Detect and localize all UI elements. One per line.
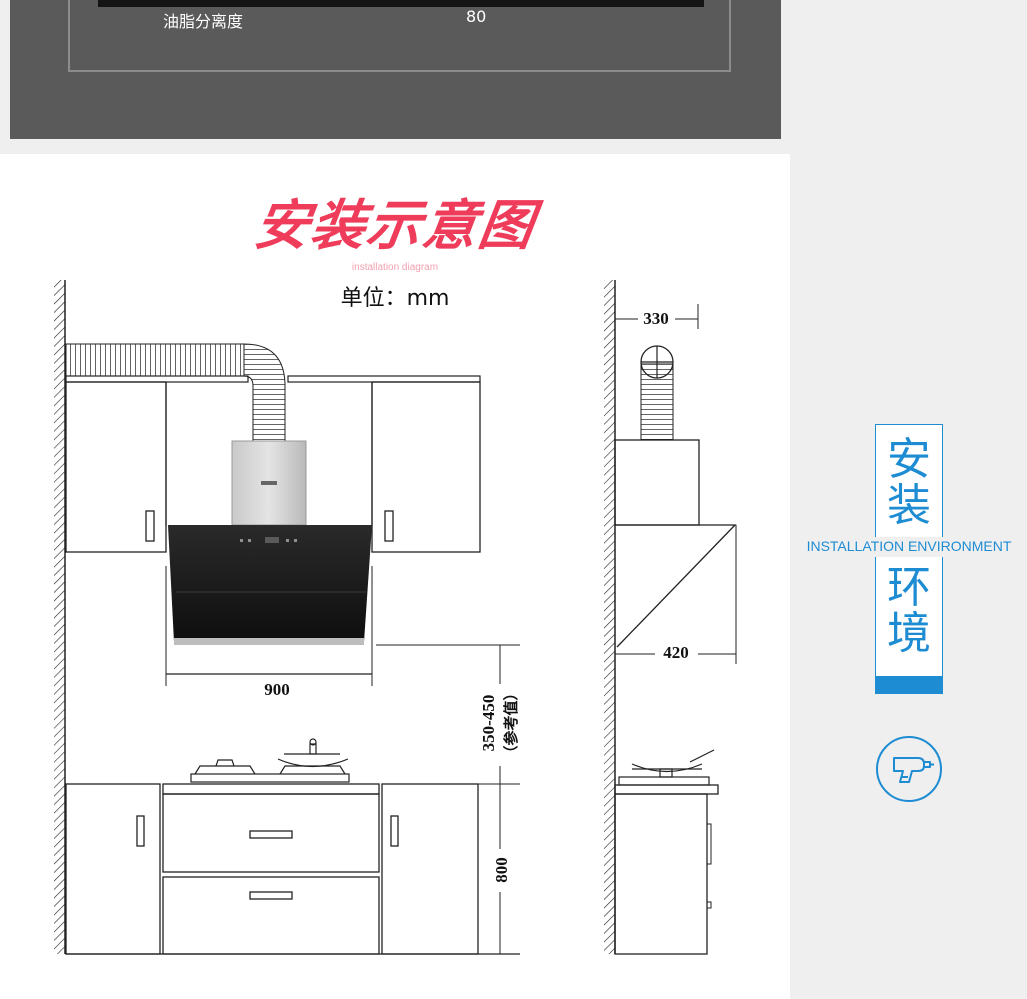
side-view: 330 420 [604,280,737,955]
side-hood [615,524,737,648]
spec-panel: 油脂分离度 80 [10,0,781,139]
upper-cabinet-left [65,381,167,553]
range-hood-body [168,525,372,642]
side-title-char-2: 装 [887,480,931,531]
dim-cabinet-height-label: 800 [492,857,511,883]
spec-table: 油脂分离度 80 [68,0,731,72]
gas-stove [190,738,350,783]
side-chimney [614,439,700,526]
lower-cabinet-right [381,783,479,955]
dim-height-range-label: 350-450 [479,695,498,752]
dim-top-depth-label: 330 [643,309,669,328]
installation-environment-card [875,424,943,694]
spec-row-label: 油脂分离度 [163,12,244,31]
diagram-unit: 单位：mm [340,286,450,311]
dim-height-note-label: （参考值） [502,685,520,760]
spec-table-header-bar [98,0,704,7]
upper-cabinet-right [371,381,481,553]
diagram-subtitle: installation diagram [351,262,439,273]
front-view: 900 350-450 （参考值） [54,280,520,955]
side-card-accent-bar [875,676,943,693]
horizontal-duct [65,343,245,377]
side-subtitle: INSTALLATION ENVIRONMENT [806,538,1012,554]
side-stove [618,749,715,786]
drawer-top [162,793,380,873]
duct-elbow [243,343,286,445]
lower-cabinet-left [65,783,161,955]
installation-drawing: 900 350-450 （参考值） [54,280,737,955]
side-title-char-3: 环 [887,562,931,613]
dim-depth-label: 420 [663,643,689,662]
side-wall-hatch [604,280,615,954]
wall-hatch [54,280,65,954]
dim-width-label: 900 [264,680,290,699]
side-duct [640,363,674,441]
spec-row-value: 80 [466,7,487,26]
side-title-char-1: 安 [887,434,931,485]
drawer-bottom [162,876,380,955]
installation-diagram-panel: 安装示意图 installation diagram 单位：mm [0,154,790,999]
side-title-char-4: 境 [887,608,931,659]
drill-icon [876,736,942,802]
side-cabinet [614,793,708,955]
